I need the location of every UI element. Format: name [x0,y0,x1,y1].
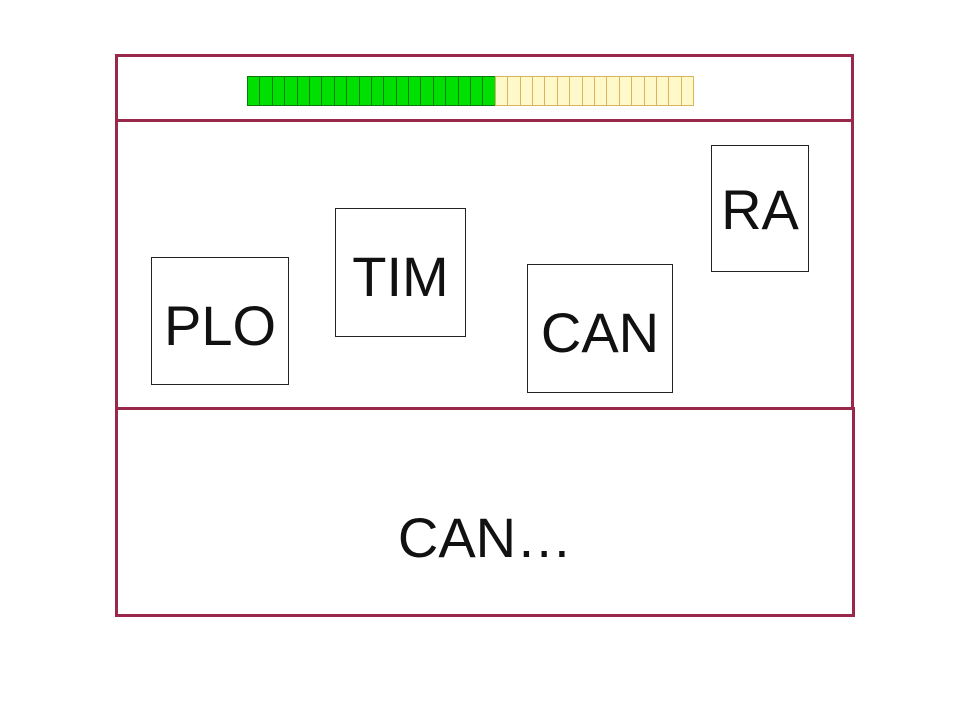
progress-segment-empty [581,76,595,106]
progress-segment-empty [655,76,670,106]
prompt-panel [115,407,855,617]
progress-segment-filled [308,76,323,106]
progress-segment-empty [531,76,546,106]
progress-segment-empty [680,76,695,106]
progress-segment-filled [395,76,410,106]
progress-segment-filled [482,76,496,106]
progress-segment-empty [668,76,682,106]
progress-segment-filled [432,76,447,106]
progress-segment-empty [519,76,533,106]
progress-bar [247,76,695,106]
progress-segment-empty [643,76,657,106]
progress-segment-empty [569,76,583,106]
progress-segment-filled [333,76,348,106]
progress-segment-filled [408,76,422,106]
progress-segment-filled [358,76,372,106]
word-card-label: TIM [352,245,449,308]
progress-segment-empty [507,76,521,106]
progress-segment-empty [494,76,509,106]
progress-segment-empty [556,76,571,106]
progress-segment-filled [457,76,472,106]
word-card-plo[interactable]: PLO [151,257,289,385]
progress-segment-empty [618,76,633,106]
prompt-word: CAN… [397,506,573,569]
progress-segment-filled [321,76,335,106]
progress-segment-filled [296,76,310,106]
word-card-ra[interactable]: RA [711,145,809,272]
progress-segment-filled [259,76,273,106]
progress-segment-empty [544,76,558,106]
progress-segment-empty [631,76,645,106]
word-card-tim[interactable]: TIM [335,208,466,337]
progress-segment-filled [346,76,360,106]
progress-segment-filled [445,76,459,106]
progress-segment-filled [284,76,298,106]
progress-segment-empty [606,76,620,106]
word-card-label: PLO [163,294,277,357]
progress-segment-filled [247,76,261,106]
progress-segment-empty [593,76,608,106]
progress-segment-filled [470,76,484,106]
progress-segment-filled [383,76,397,106]
word-card-label: CAN [540,301,660,364]
word-card-label: RA [721,178,799,241]
progress-segment-filled [420,76,434,106]
word-card-can[interactable]: CAN [527,264,673,393]
progress-segment-filled [370,76,385,106]
progress-segment-filled [271,76,286,106]
